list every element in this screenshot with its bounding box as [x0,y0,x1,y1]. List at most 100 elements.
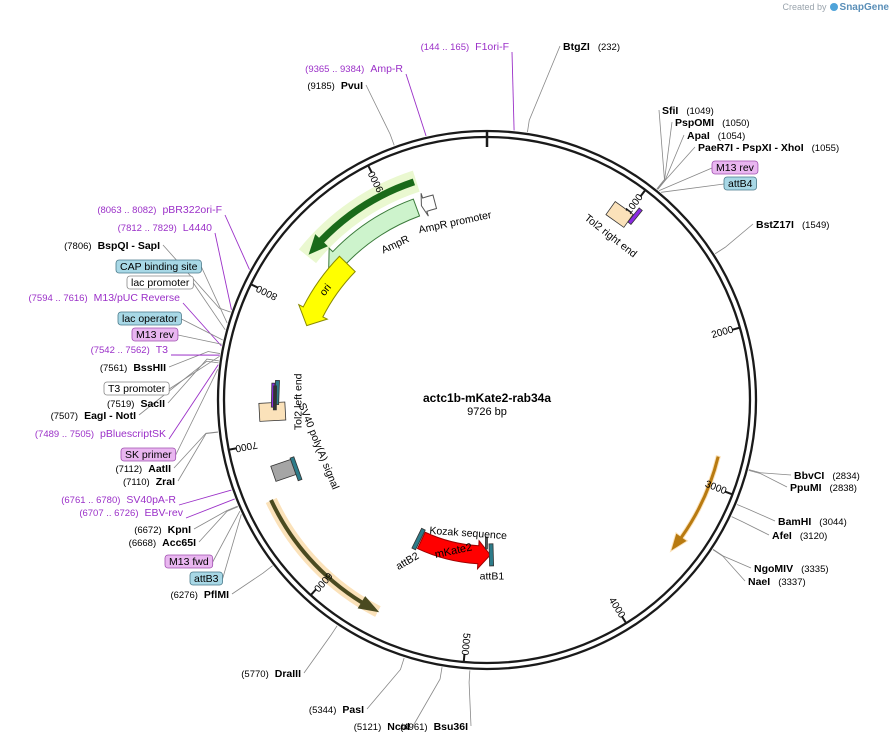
ruler-label-1000: 1000 [623,192,645,217]
enzyme-pos-pflmi: (6276) [170,590,197,601]
enzyme-pos-ngomiv: (3335) [801,564,828,575]
ruler-label-7000: 7000 [234,439,258,454]
enzyme-pos-pvui: (9185) [307,81,334,92]
enzyme-name-naei: NaeI [748,576,770,588]
boxed-label-text-attb4: attB4 [728,178,753,190]
enzyme-ncoi: NcoI(5121) [354,721,410,733]
feature-name-l4440: L4440 [183,222,212,234]
enzyme-bsu36i: Bsu36I(4961) [400,721,468,733]
enzyme-name-draiii: DraIII [275,668,301,680]
enzyme-pos-bstz17i: (1549) [802,220,829,231]
plasmid-name: actc1b-mKate2-rab34a [423,391,551,405]
boxed-label-box-lac-promoter [126,275,194,290]
snapgene-brand: SnapGene [839,2,889,13]
enzyme-name-sfii: SfiI [662,105,678,117]
feature-f1ori-f: F1ori-F (144 .. 165) [421,41,509,53]
boxed-label-m13-rev: M13 rev [131,327,179,342]
attb1-label: attB1 [480,571,505,583]
snapgene-logo-icon [829,3,838,11]
enzyme-name-bbvci: BbvCI [794,470,824,482]
attb1-box [488,543,495,567]
mkate2-arrow [416,531,491,571]
feature-name-f1ori-f: F1ori-F [475,41,509,53]
ruler-tick-1000 [639,189,647,197]
enzyme-pasi: PasI(5344) [309,704,364,716]
feature-range-f1ori-f: (144 .. 165) [421,42,470,53]
enzyme-name-apai: ApaI [687,130,710,142]
enzyme-name-afei: AfeI [772,530,792,542]
enzyme-bstz17i: BstZ17I (1549) [756,219,829,231]
ruler-tick-9000 [367,164,373,173]
feature-pbr322ori-f: pBR322ori-F (8063 .. 8082) [97,204,222,216]
boxed-label-text-m13-fwd: M13 fwd [169,556,209,568]
enzyme-name-bsshii: BssHII [133,362,166,374]
enzyme-pos-ncoi: (5121) [354,722,381,733]
ruler-label-2000: 2000 [710,324,735,341]
ruler-label-5000: 5000 [459,632,472,656]
insert-arrow-cw [669,455,721,553]
enzyme-pos-bsu36i: (4961) [400,722,427,733]
enzyme-name-ngomiv: NgoMIV [754,563,793,575]
boxed-label-sk-primer: SK primer [120,447,177,462]
ruler-label-8000: 8000 [254,282,279,302]
enzyme-name-sacii: SacII [140,398,165,410]
boxed-label-cap-binding-site: CAP binding site [115,259,202,274]
feature-l4440: L4440 (7812 .. 7829) [118,222,213,234]
tol2-right-end-marker [627,207,643,226]
enzyme-pos-aatii: (7112) [115,464,142,475]
enzyme-bsshii: BssHII (7561) [100,362,166,374]
enzyme-pos-sacii: (7519) [107,399,134,410]
enzyme-afei: AfeI(3120) [772,530,827,542]
enzyme-name-xhoi: - XhoI [772,142,804,154]
boxed-label-box-m13-fwd [164,554,214,569]
feature-range-pbluescriptsk: (7489 .. 7505) [35,429,94,440]
enzyme-name-kpni: KpnI [168,524,191,536]
feature-name-m13-puc-reverse: M13/pUC Reverse [94,292,181,304]
insert-arrow-ccw [269,499,380,613]
enzyme-name-ppumi: PpuMI [790,482,822,494]
feature-name-pbr322ori-f: pBR322ori-F [162,204,222,216]
enzyme-name-pvui: PvuI [341,80,363,92]
boxed-label-text-lac-operator: lac operator [122,313,178,325]
enzyme-apai: ApaI(1054) [687,130,745,142]
feature-ebv-rev: EBV-rev(6707 .. 6726) [79,507,183,519]
boxed-label-m13-fwd: M13 fwd [164,554,214,569]
enzyme-name-eagi: EagI - NotI [84,410,136,422]
boxed-label-attb4: attB4 [723,176,757,191]
ruler-tick-7000 [228,447,237,451]
enzyme-pos-bsshii: (7561) [100,363,127,374]
attb2-box [411,527,426,551]
boxed-label-box-attb4 [723,176,757,191]
enzyme-name-bstz17i: BstZ17I [756,219,794,231]
enzyme-name-pspxi: - PspXI [733,142,772,154]
enzyme-kpni: KpnI (6672) [134,524,191,536]
ampr-inner-arrow [308,178,416,255]
enzyme-pos-btgzi: (232) [598,42,620,53]
boxed-label-text-m13-rev: M13 rev [716,162,755,174]
ampr-label: AmpR [380,233,412,256]
enzyme-acc65i: Acc65I(6668) [129,537,196,549]
feature-pbluescriptsk: pBluescriptSK(7489 .. 7505) [35,428,166,440]
leader-layer [138,45,792,727]
feature-amp-r: Amp-R(9365 .. 9384) [305,63,403,75]
boxed-label-text-m13-rev: M13 rev [136,329,175,341]
enzyme-pspomi: PspOMI(1050) [675,117,750,129]
boxed-label-text-attb3: attB3 [194,573,219,585]
enzyme-sacii: SacII (7519) [107,398,165,410]
enzyme-naei: NaeI(3337) [748,576,806,588]
feature-range-l4440: (7812 .. 7829) [118,223,177,234]
enzyme-pos-kpni: (6672) [134,525,161,536]
enzyme-paer7i: PaeR7I - PspXI - XhoI(1055) [698,142,839,154]
ruler-tick-4000 [621,615,627,624]
feature-name-amp-r: Amp-R [370,63,403,75]
enzyme-pos-bspqi: (7806) [64,241,91,252]
enzyme-pos-pasi: (5344) [309,705,336,716]
boxed-label-text-cap-binding-site: CAP binding site [120,261,198,273]
feature-t3: T3(7542 .. 7562) [91,344,169,356]
boxed-label-box-m13-rev [711,160,759,175]
enzyme-name-noti: - NotI [106,410,136,422]
enzyme-ngomiv: NgoMIV (3335) [754,563,829,575]
enzyme-pos-bamhi: (3044) [819,517,846,528]
feature-range-pbr322ori-f: (8063 .. 8082) [97,205,156,216]
